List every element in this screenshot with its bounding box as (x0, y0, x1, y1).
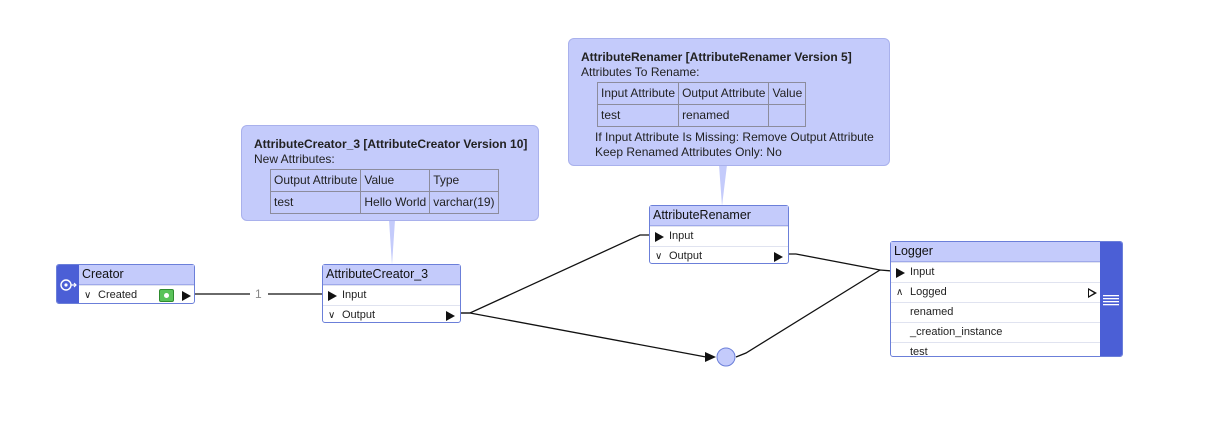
table-row: test renamed (596, 104, 807, 127)
attr-creator-annotation-title: AttributeCreator_3 [AttributeCreator Ver… (254, 137, 528, 151)
wire-renamer-to-logger[interactable] (784, 253, 881, 271)
logger-attribute-row[interactable]: test (891, 342, 1100, 362)
attr-creator-annotation-stem (389, 220, 395, 265)
chevron-down-icon[interactable]: ∨ (328, 310, 336, 321)
table-cell (768, 104, 807, 127)
renamer-annotation-stem (719, 165, 727, 206)
attr-creator-input-port[interactable]: Input (323, 285, 460, 305)
attr-creator-annotation[interactable]: AttributeCreator_3 [AttributeCreator Ver… (241, 125, 539, 221)
chevron-up-icon[interactable]: ∧ (896, 287, 904, 298)
output-arrow-icon[interactable] (182, 291, 191, 301)
logger-attribute-row[interactable]: _creation_instance (891, 322, 1100, 342)
wire-junction-to-logger[interactable] (735, 269, 893, 358)
log-lines-icon (1103, 295, 1119, 306)
attribute-name: test (910, 346, 928, 358)
output-arrow-outline-icon[interactable] (1088, 288, 1097, 298)
creator-node[interactable]: Creator ∨ Created (56, 264, 195, 304)
attr-creator-node[interactable]: AttributeCreator_3 Input ∨ Output (322, 264, 461, 323)
attr-creator-title[interactable]: AttributeCreator_3 (323, 265, 460, 285)
logger-side-panel (1100, 242, 1122, 356)
creator-output-port[interactable]: ∨ Created (79, 285, 194, 305)
attribute-name: renamed (910, 306, 954, 318)
table-row: test Hello World varchar(19) (269, 191, 499, 214)
renamer-annotation-title: AttributeRenamer [AttributeRenamer Versi… (581, 50, 852, 64)
table-header-cell: Value (360, 169, 431, 192)
feature-inspect-icon[interactable] (159, 289, 174, 302)
logger-attribute-row[interactable]: renamed (891, 302, 1100, 322)
chevron-down-icon[interactable]: ∨ (655, 251, 663, 262)
input-arrow-icon[interactable] (896, 268, 905, 278)
renamer-annotation[interactable]: AttributeRenamer [AttributeRenamer Versi… (568, 38, 890, 166)
renamer-title[interactable]: AttributeRenamer (650, 206, 788, 226)
logger-output-port[interactable]: ∧ Logged (891, 282, 1100, 302)
junction-arrow-icon (705, 352, 716, 362)
logger-node[interactable]: Logger Input ∧ Logged renamed _creation_… (890, 241, 1123, 358)
table-cell: renamed (678, 104, 770, 127)
table-header-cell: Output Attribute (678, 82, 770, 105)
table-header-cell: Type (429, 169, 499, 192)
renamer-annotation-subtitle: Attributes To Rename: (581, 65, 700, 79)
logger-input-port[interactable]: Input (891, 262, 1100, 282)
wire-attrcreator-to-junction[interactable] (456, 312, 707, 358)
renamer-input-label: Input (669, 230, 694, 242)
attr-creator-annotation-subtitle: New Attributes: (254, 152, 335, 166)
input-arrow-icon[interactable] (655, 232, 664, 242)
wire-attrcreator-to-renamer[interactable] (456, 234, 655, 314)
logger-output-label: Logged (910, 286, 947, 298)
attr-creator-output-label: Output (342, 309, 376, 321)
table-header-row: Input Attribute Output Attribute Value (596, 82, 807, 105)
table-header-row: Output Attribute Value Type (269, 169, 499, 192)
creator-side-panel (57, 265, 79, 303)
new-attributes-table: Output Attribute Value Type test Hello W… (269, 169, 499, 214)
attr-creator-input-label: Input (342, 289, 367, 301)
table-cell: test (596, 104, 680, 127)
creator-icon (60, 279, 77, 291)
junction-point[interactable] (716, 347, 736, 367)
feature-count-label: 1 (255, 287, 262, 301)
table-header-cell: Input Attribute (596, 82, 680, 105)
renamer-node[interactable]: AttributeRenamer Input ∨ Output (649, 205, 789, 264)
table-header-cell: Value (768, 82, 807, 105)
table-header-cell: Output Attribute (269, 169, 362, 192)
creator-title[interactable]: Creator (79, 265, 194, 285)
table-cell: test (269, 191, 362, 214)
chevron-down-icon[interactable]: ∨ (84, 290, 92, 301)
output-arrow-icon[interactable] (446, 311, 455, 321)
renamer-output-port[interactable]: ∨ Output (650, 246, 788, 266)
logger-title[interactable]: Logger (891, 242, 1100, 262)
missing-attribute-setting: If Input Attribute Is Missing: Remove Ou… (595, 130, 874, 144)
creator-output-label: Created (98, 289, 138, 301)
keep-renamed-setting: Keep Renamed Attributes Only: No (595, 145, 782, 159)
input-arrow-icon[interactable] (328, 291, 337, 301)
rename-table: Input Attribute Output Attribute Value t… (596, 82, 807, 127)
table-cell: Hello World (360, 191, 431, 214)
renamer-input-port[interactable]: Input (650, 226, 788, 246)
attr-creator-output-port[interactable]: ∨ Output (323, 305, 460, 325)
renamer-output-label: Output (669, 250, 703, 262)
logger-input-label: Input (910, 266, 935, 278)
attribute-name: _creation_instance (910, 326, 1003, 338)
table-cell: varchar(19) (429, 191, 499, 214)
output-arrow-icon[interactable] (774, 252, 783, 262)
